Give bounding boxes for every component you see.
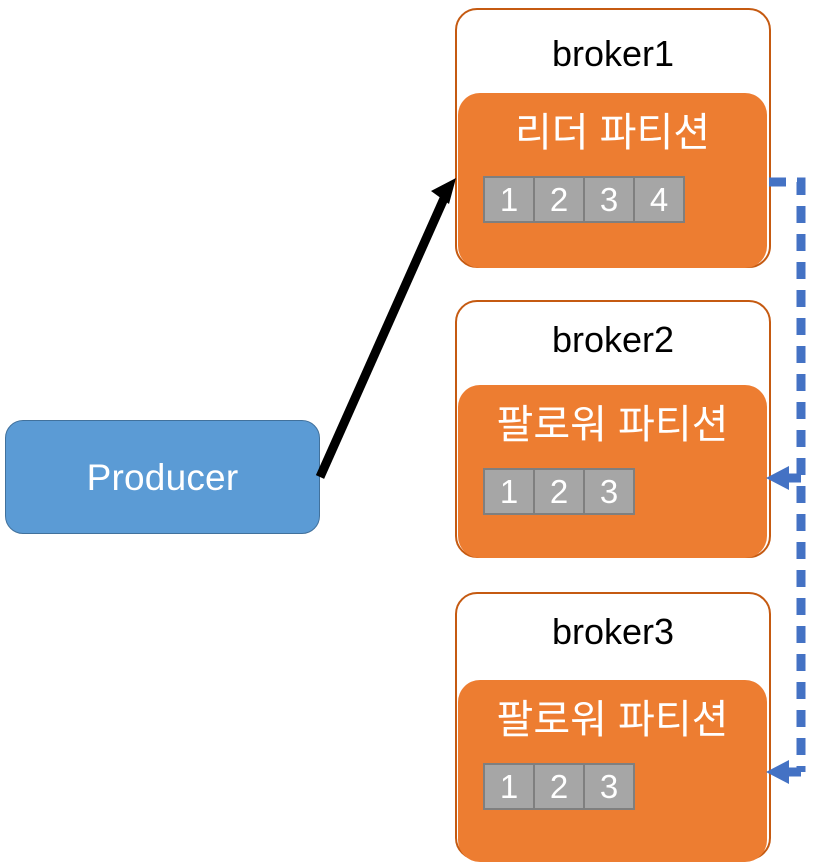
broker-title-1: broker1 <box>551 33 675 74</box>
partition-cell[interactable]: 1 <box>483 176 535 223</box>
partition-cell[interactable]: 3 <box>583 176 635 223</box>
partition-label-leader: 리더 파티션 <box>514 111 711 155</box>
partition-cell[interactable]: 2 <box>533 176 585 223</box>
producer-to-leader-arrow <box>315 178 456 479</box>
partition-panel-follower-2[interactable]: 팔로워 파티션 1 2 3 <box>458 680 767 862</box>
partition-label-follower-1: 팔로워 파티션 <box>496 403 729 447</box>
broker-title-2: broker2 <box>551 319 675 360</box>
partition-cell[interactable]: 3 <box>583 763 635 810</box>
partition-cell[interactable]: 3 <box>583 468 635 515</box>
partition-cells-broker2: 1 2 3 <box>483 468 635 515</box>
partition-cell[interactable]: 4 <box>633 176 685 223</box>
partition-cells-broker3: 1 2 3 <box>483 763 635 810</box>
partition-panel-leader[interactable]: 리더 파티션 1 2 3 4 <box>458 93 767 268</box>
partition-cell[interactable]: 1 <box>483 763 535 810</box>
partition-cell[interactable]: 1 <box>483 468 535 515</box>
partition-cell[interactable]: 2 <box>533 763 585 810</box>
producer-node[interactable]: Producer <box>5 420 320 534</box>
partition-cells-broker1: 1 2 3 4 <box>483 176 685 223</box>
producer-label: Producer <box>86 456 239 498</box>
partition-label-follower-2: 팔로워 파티션 <box>496 698 729 742</box>
partition-panel-follower-1[interactable]: 팔로워 파티션 1 2 3 <box>458 385 767 558</box>
broker-title-3: broker3 <box>551 611 675 652</box>
partition-cell[interactable]: 2 <box>533 468 585 515</box>
leader-to-followers-replication <box>766 177 806 784</box>
